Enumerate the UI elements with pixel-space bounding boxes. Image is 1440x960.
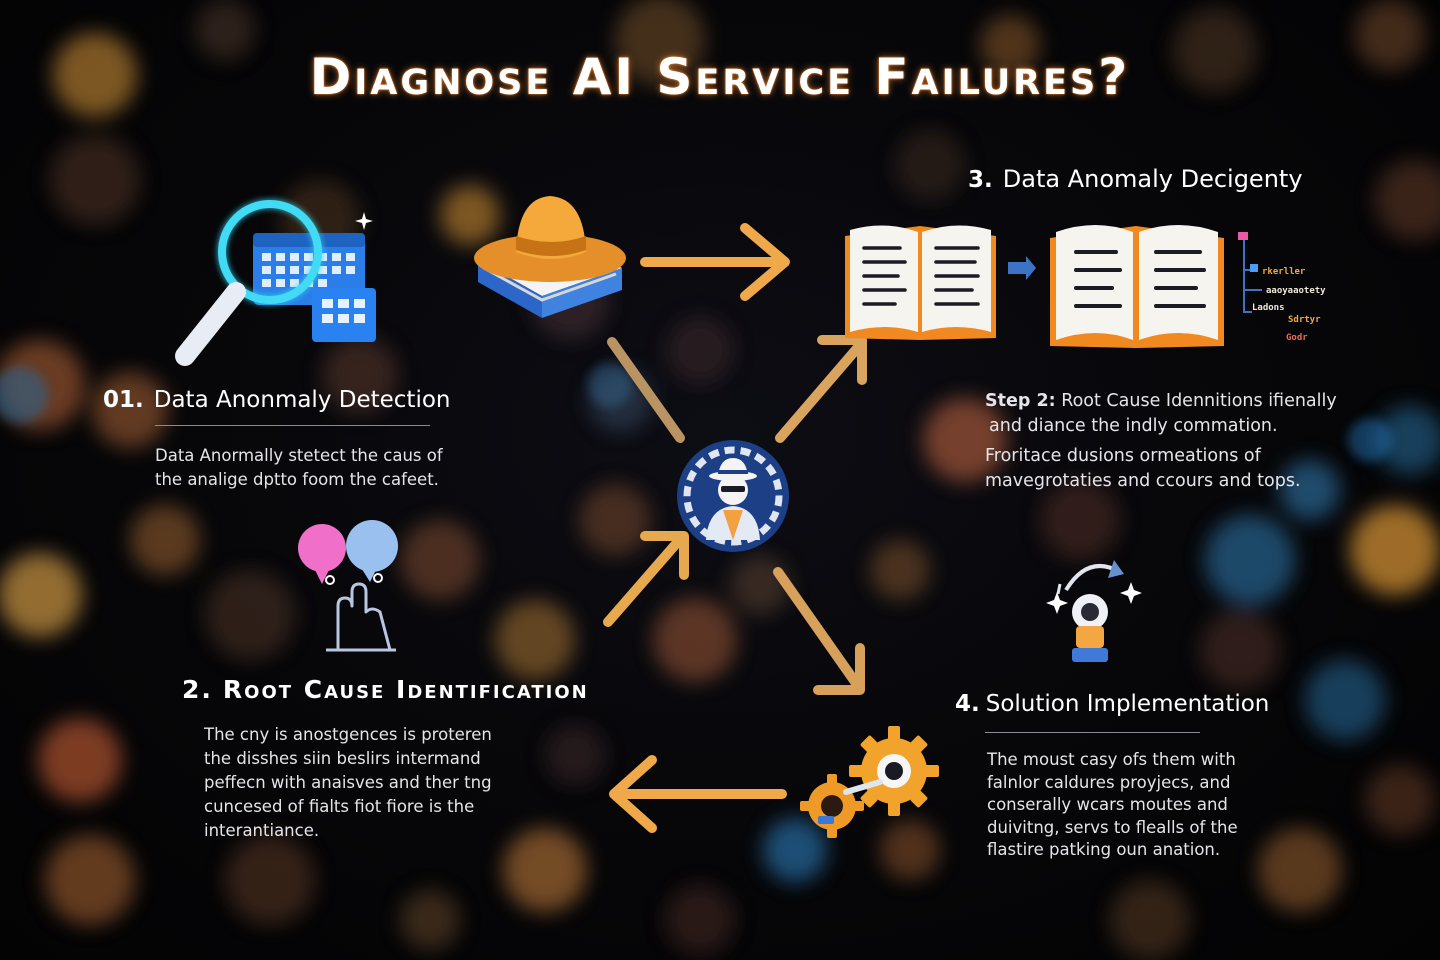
code-label-3: Sdrtyr [1288, 315, 1321, 325]
code-label-0: rkerller [1262, 267, 1306, 277]
step-detection-number: 01. [103, 387, 144, 413]
arrow-left-to-center [603, 531, 689, 627]
gears-icon [800, 726, 939, 838]
hat-book-icon [474, 196, 626, 318]
hand-bubbles-icon [298, 520, 398, 652]
step-root-cause-number: 2. [182, 675, 213, 704]
astronaut-sparkle-icon [1046, 560, 1142, 662]
step-solution-body: The moust casy ofs them with falnlor cal… [987, 749, 1238, 862]
code-label-2: Ladons [1252, 303, 1285, 313]
step-detection-heading: 01. Data Anonmaly Detection [103, 387, 450, 413]
step2-line-0: Root Cause Idennitions ifienally [1061, 391, 1337, 411]
arrow-books-to-books [1008, 256, 1036, 280]
arrow-center-to-gears [773, 567, 865, 695]
solution-line-0: The moust casy ofs them with [987, 750, 1236, 769]
step-deficiency-number: 3. [968, 167, 993, 193]
root-cause-line-0: The cny is anostgences is proteren [204, 725, 492, 744]
step-root-cause-body: The cny is anostgences is proteren the d… [204, 723, 492, 843]
arrow-hat-to-books [640, 223, 790, 301]
open-books-icon [845, 225, 1262, 348]
step-solution-number: 4. [955, 691, 980, 717]
code-label-1: aaoyaaotety [1266, 286, 1326, 296]
step2-extra-0: Froritace dusions ormeations of [985, 446, 1261, 466]
step-detection-body: Data Anormally stetect the caus of the a… [155, 444, 443, 492]
step-root-cause-title: Root Cause Identification [222, 675, 589, 704]
solution-line-1: falnlor caldures proyjecs, and [987, 772, 1231, 792]
solution-line-2: conserally wcars moutes and [987, 795, 1228, 814]
root-cause-line-3: cuncesed of fialts fiot fiore is the [204, 797, 475, 816]
solution-line-4: flastire patking oun anation. [987, 840, 1221, 859]
root-cause-line-4: interantiance. [204, 821, 320, 840]
code-labels: rkerller aaoyaaotety Ladons Sdrtyr Godr [1252, 267, 1326, 343]
step2-label: Step 2: [985, 391, 1056, 411]
step2-line-1: and diance the indly commation. [989, 416, 1278, 436]
arrow-gears-to-left [609, 755, 787, 833]
detection-divider [155, 425, 430, 426]
magnifier-calendar-icon [175, 199, 376, 366]
step-detection-title: Data Anonmaly Detection [153, 387, 451, 413]
step2-extra-1: mavegrotaties and ccours and tops. [985, 471, 1301, 491]
step-solution-heading: 4.Solution Implementation [955, 691, 1269, 717]
page-title: Diagnose AI Service Failures? [309, 48, 1131, 106]
root-cause-line-1: the disshes siin beslirs intermand [204, 749, 481, 768]
step2-note: Step 2: Root Cause Idennitions ifienally… [985, 389, 1337, 494]
step-deficiency-title: Data Anomaly Decigenty [1002, 165, 1303, 193]
detection-line-0: Data Anormally stetect the caus of [155, 446, 443, 465]
arrow-center-to-books [775, 335, 867, 443]
arrow-hat-to-center [607, 337, 685, 443]
step-solution-title: Solution Implementation [985, 691, 1270, 717]
step-root-cause-heading: 2. Root Cause Identification [182, 675, 589, 704]
detection-line-1: the analige dptto foom the cafeet. [155, 470, 439, 489]
step-deficiency-heading: 3. Data Anomaly Decigenty [968, 165, 1303, 193]
solution-divider [985, 732, 1200, 733]
code-label-4: Godr [1286, 333, 1308, 343]
detective-gear-icon [677, 440, 789, 552]
solution-line-3: duivitng, servs to flealls of the [987, 817, 1238, 837]
root-cause-line-2: peffecn with anaisves and ther tng [204, 773, 492, 792]
